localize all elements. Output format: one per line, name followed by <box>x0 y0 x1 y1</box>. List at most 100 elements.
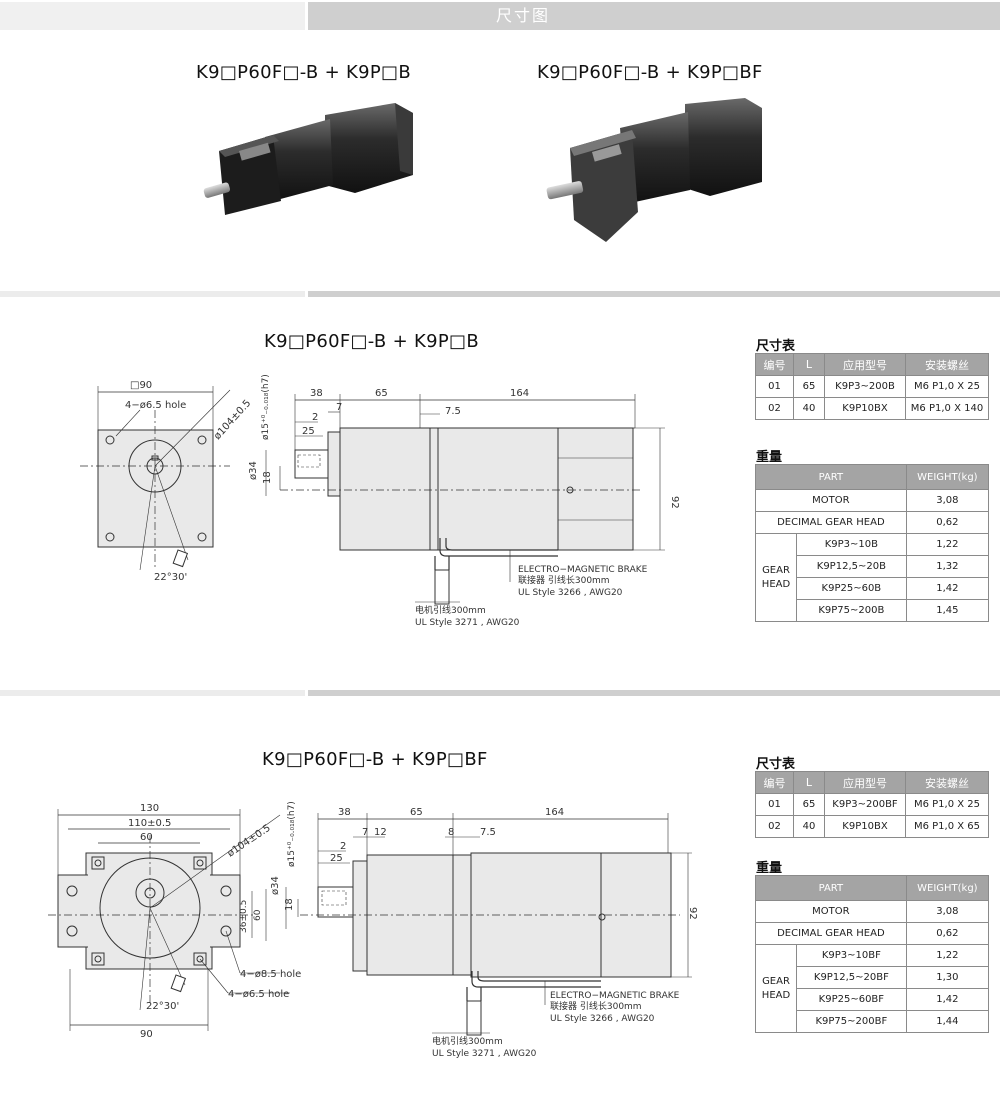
dim-34-2: ø34 <box>270 876 281 895</box>
header-title: 尺寸图 <box>495 6 550 25</box>
dim-110: 110±0.5 <box>128 818 171 829</box>
dim-36: 36±0.5 <box>239 900 249 933</box>
brake-label-1: ELECTRO−MAGNETIC BRAKE <box>518 565 648 575</box>
table-cell: 02 <box>755 397 794 420</box>
table-cell: K9P3~10BF <box>796 944 907 967</box>
header-bar: 尺寸图 <box>0 0 1000 32</box>
dim-60v: 60 <box>253 909 263 921</box>
table-cell: 应用型号 <box>824 771 906 794</box>
table-cell: WEIGHT(kg) <box>905 464 990 490</box>
dim-65: 65 <box>375 388 388 399</box>
table-cell: 65 <box>793 793 825 816</box>
table-cell: GEAR HEAD <box>755 533 797 622</box>
spec-title-2: 尺寸表 <box>756 757 796 772</box>
brake-label-2-3: UL Style 3266 , AWG20 <box>550 1014 655 1024</box>
weight-title-2: 重量 <box>756 861 783 876</box>
table-cell: M6 P1,0 X 140 <box>905 397 989 420</box>
drawing2-title: K9□P60F□-B + K9P□BF <box>262 749 488 770</box>
table-cell: 40 <box>793 815 825 838</box>
dim-12: 12 <box>374 827 387 838</box>
dim-7-5: 7.5 <box>445 406 461 417</box>
dim-hole-85: 4−ø8.5 hole <box>240 969 301 980</box>
table-cell: M6 P1,0 X 25 <box>905 793 989 816</box>
table-cell: 01 <box>755 375 794 398</box>
dim-164: 164 <box>510 388 529 399</box>
drawing1-title: K9□P60F□-B + K9P□B <box>264 331 479 352</box>
dim-92-2: 92 <box>687 907 698 920</box>
photo-title-2: K9□P60F□-B + K9P□BF <box>537 62 763 83</box>
table-cell: 应用型号 <box>824 353 906 376</box>
dim-8: 8 <box>448 827 454 838</box>
dim-7-5-2: 7.5 <box>480 827 496 838</box>
dim-pcd-2: ø104±0.5 <box>226 823 273 860</box>
table-cell: 1,42 <box>905 988 990 1011</box>
motor-lead-2: UL Style 3271 , AWG20 <box>415 618 520 628</box>
table-cell: K9P12,5~20BF <box>796 966 907 989</box>
dim-shaft-2: ø15⁺⁰₋₀.₀₁₈(h7) <box>287 801 297 867</box>
dim-90: 90 <box>140 1029 153 1040</box>
brake-label-2-2: 联接器 引线长300mm <box>550 1000 642 1012</box>
table-cell: 01 <box>755 793 794 816</box>
separator-2 <box>0 690 1000 696</box>
dim-2: 2 <box>312 412 318 423</box>
table-cell: 安装螺丝 <box>905 353 989 376</box>
weight-title-1: 重量 <box>756 450 783 465</box>
table-cell: 0,62 <box>905 922 990 945</box>
table-cell: K9P25~60B <box>796 577 907 600</box>
drawing-b: □90 4−ø6.5 hole ø104±0.5 22°30' 38 65 16… <box>80 374 680 628</box>
table-cell: K9P3~10B <box>796 533 907 556</box>
table-cell: 安装螺丝 <box>905 771 989 794</box>
dim-65-2: 65 <box>410 807 423 818</box>
table-cell: K9P3~200B <box>824 375 906 398</box>
table-cell: K9P10BX <box>824 815 906 838</box>
dim-25: 25 <box>302 426 315 437</box>
table-cell: L <box>793 353 825 376</box>
table-cell: K9P25~60BF <box>796 988 907 1011</box>
table-cell: PART <box>755 464 907 490</box>
table-cell: 1,45 <box>905 599 990 622</box>
table-cell: M6 P1,0 X 25 <box>905 375 989 398</box>
spec-title-1: 尺寸表 <box>756 339 796 354</box>
table-cell: K9P12,5~20B <box>796 555 907 578</box>
dim-18-2: 18 <box>284 898 295 911</box>
drawing-bf: 130 110±0.5 60 90 ø104±0.5 4−ø8.5 hole 4… <box>48 801 698 1059</box>
dim-38-2: 38 <box>338 807 351 818</box>
table-cell: 02 <box>755 815 794 838</box>
table-cell: L <box>793 771 825 794</box>
dim-hole: 4−ø6.5 hole <box>125 400 186 411</box>
table-cell: GEAR HEAD <box>755 944 797 1033</box>
motor-photo-b <box>203 103 413 215</box>
table-cell: 3,08 <box>905 900 990 923</box>
table-cell: 1,30 <box>905 966 990 989</box>
dim-18: 18 <box>262 471 273 484</box>
dim-shaft: ø15⁺⁰₋₀.₀₁₈(h7) <box>261 374 271 440</box>
table-cell: 3,08 <box>905 489 990 512</box>
table-cell: 编号 <box>755 353 794 376</box>
table-cell: M6 P1,0 X 65 <box>905 815 989 838</box>
brake-label-3: UL Style 3266 , AWG20 <box>518 588 623 598</box>
photo-title-1: K9□P60F□-B + K9P□B <box>196 62 411 83</box>
dim-164-2: 164 <box>545 807 564 818</box>
dim-hole-65: 4−ø6.5 hole <box>228 989 289 1000</box>
table-cell: 1,44 <box>905 1010 990 1033</box>
brake-label-2: 联接器 引线长300mm <box>518 574 610 586</box>
motor-lead-2-1: 电机引线300mm <box>432 1035 503 1047</box>
brake-label-2-1: ELECTRO−MAGNETIC BRAKE <box>550 991 680 1001</box>
table-cell: MOTOR <box>755 900 907 923</box>
dim-pcd: ø104±0.5 <box>212 398 253 442</box>
table-cell: 0,62 <box>905 511 990 534</box>
table-cell: 1,22 <box>905 944 990 967</box>
table-cell: K9P75~200B <box>796 599 907 622</box>
dim-60: 60 <box>140 832 153 843</box>
